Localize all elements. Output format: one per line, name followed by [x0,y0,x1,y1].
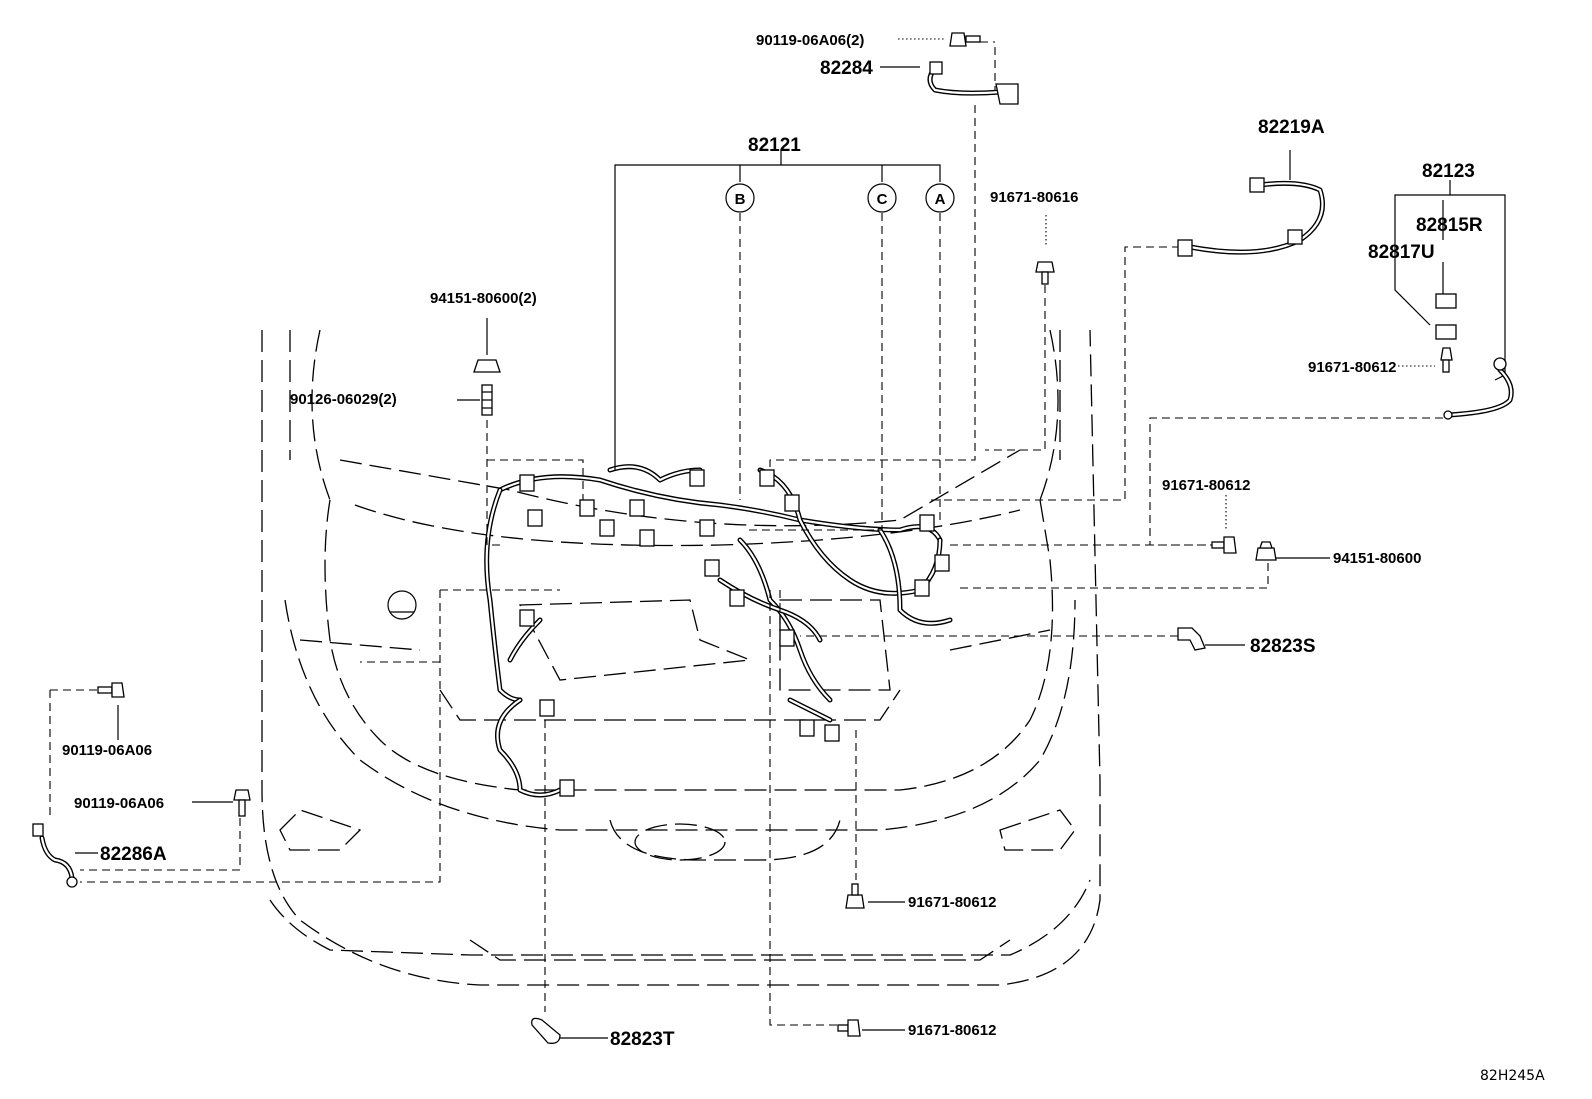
part-labels: 90119-06A06(2) 82284 82121 82219A 82123 … [62,32,1545,1084]
callout-a: A [925,183,955,213]
vehicle-body-outline [261,329,1101,986]
diagram-code: 82H245A [1480,1068,1545,1084]
nut-stud-left-shape [473,359,501,416]
label-harness-main: 82121 [748,135,801,156]
label-bolt-bottom: 91671-80612 [908,1022,996,1039]
wire-82284-shape [927,61,1019,105]
wire-82286A-shape [32,823,78,888]
callout-c: C [867,183,897,213]
label-nut-right: 94151-80600 [1333,550,1421,567]
label-bolt-right-upper: 91671-80612 [1162,477,1250,494]
label-clamp-82815R: 82815R [1416,215,1483,236]
svg-text:C: C [877,191,888,208]
label-bolt-left-1: 90119-06A06 [62,742,152,759]
label-wire-82286A: 82286A [100,844,167,865]
nut-right-shape [1255,541,1277,561]
label-nut-left: 94151-80600(2) [430,290,537,307]
label-harness-82123: 82123 [1422,161,1475,182]
label-wire-82284: 82284 [820,58,873,79]
label-stud-left: 90126-06029(2) [290,391,397,408]
bolt-lower-mid-shape [845,883,865,909]
bolt-91671-80616-shape [1035,261,1055,285]
bolt-left-2-shape [233,789,251,817]
main-engine-wire-harness [484,464,953,798]
label-bolt-91671-80616: 91671-80616 [990,189,1078,206]
fasteners-and-parts [32,32,1514,1044]
bolt-right-upper-shape [1211,536,1237,554]
bolt-top [949,32,981,47]
label-wire-82219A: 82219A [1258,117,1325,138]
bolt-bottom-shape [837,1019,861,1037]
clamp-82823T-shape [531,1017,561,1044]
label-bolt-top: 90119-06A06(2) [756,32,864,49]
callout-b: B [725,183,755,213]
label-clamp-82823T: 82823T [610,1029,675,1050]
label-clamp-82823S: 82823S [1250,636,1316,657]
label-bolt-left-2: 90119-06A06 [74,795,164,812]
wire-82123-shape [1435,293,1514,420]
svg-text:A: A [935,191,946,208]
leader-lines [49,38,1506,1039]
bolt-left-1-shape [97,682,125,698]
label-bolt-lower-mid: 91671-80612 [908,894,996,911]
label-clamp-82817U: 82817U [1368,242,1435,263]
label-bolt-right-mid: 91671-80612 [1308,359,1396,376]
wire-82219A-shape [1177,177,1325,257]
clamp-82823S-shape [1177,627,1206,651]
svg-text:B: B [735,191,746,208]
